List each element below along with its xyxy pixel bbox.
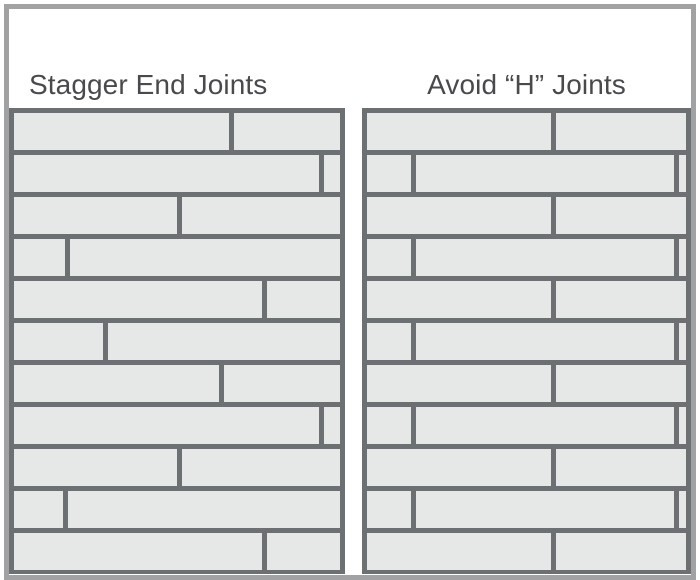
- brick: [367, 323, 411, 360]
- panel-avoid-h-joints: [362, 108, 691, 574]
- brick: [415, 407, 674, 444]
- brick: [367, 113, 551, 150]
- brick: [367, 533, 551, 570]
- brick: [14, 533, 262, 570]
- brick: [555, 533, 686, 570]
- brick: [367, 239, 411, 276]
- brick: [415, 323, 674, 360]
- brick: [14, 491, 63, 528]
- brick: [678, 239, 686, 276]
- brick: [14, 281, 262, 318]
- brick: [678, 491, 686, 528]
- brick: [14, 197, 177, 234]
- brick: [69, 239, 340, 276]
- brick: [367, 449, 551, 486]
- brick: [367, 407, 411, 444]
- brick: [555, 281, 686, 318]
- brick: [181, 197, 340, 234]
- brick: [14, 407, 319, 444]
- brick: [367, 281, 551, 318]
- brick: [555, 197, 686, 234]
- brick: [415, 155, 674, 192]
- brick: [14, 323, 103, 360]
- brick: [181, 449, 340, 486]
- brick: [223, 365, 340, 402]
- brick: [14, 239, 65, 276]
- brick: [14, 365, 219, 402]
- brick: [415, 491, 674, 528]
- brick: [233, 113, 340, 150]
- brick: [323, 155, 340, 192]
- brick-wall-staggered: [9, 108, 345, 574]
- brick: [266, 281, 340, 318]
- brick: [367, 365, 551, 402]
- brick: [367, 155, 411, 192]
- brick: [14, 449, 177, 486]
- brick-wall-h-joints: [362, 108, 691, 574]
- panel-title-stagger-end-joints: Stagger End Joints: [29, 69, 268, 100]
- brick: [14, 113, 229, 150]
- brick: [367, 491, 411, 528]
- brick: [555, 449, 686, 486]
- panel-stagger-end-joints: [9, 108, 345, 574]
- brick: [266, 533, 340, 570]
- brick: [367, 197, 551, 234]
- panel-title-avoid-h-joints: Avoid “H” Joints: [427, 69, 626, 100]
- brick: [14, 155, 319, 192]
- brick: [678, 407, 686, 444]
- brick: [555, 113, 686, 150]
- brick: [678, 155, 686, 192]
- brick: [323, 407, 340, 444]
- brick: [107, 323, 340, 360]
- brick: [678, 323, 686, 360]
- brick: [67, 491, 340, 528]
- brick: [555, 365, 686, 402]
- brick: [415, 239, 674, 276]
